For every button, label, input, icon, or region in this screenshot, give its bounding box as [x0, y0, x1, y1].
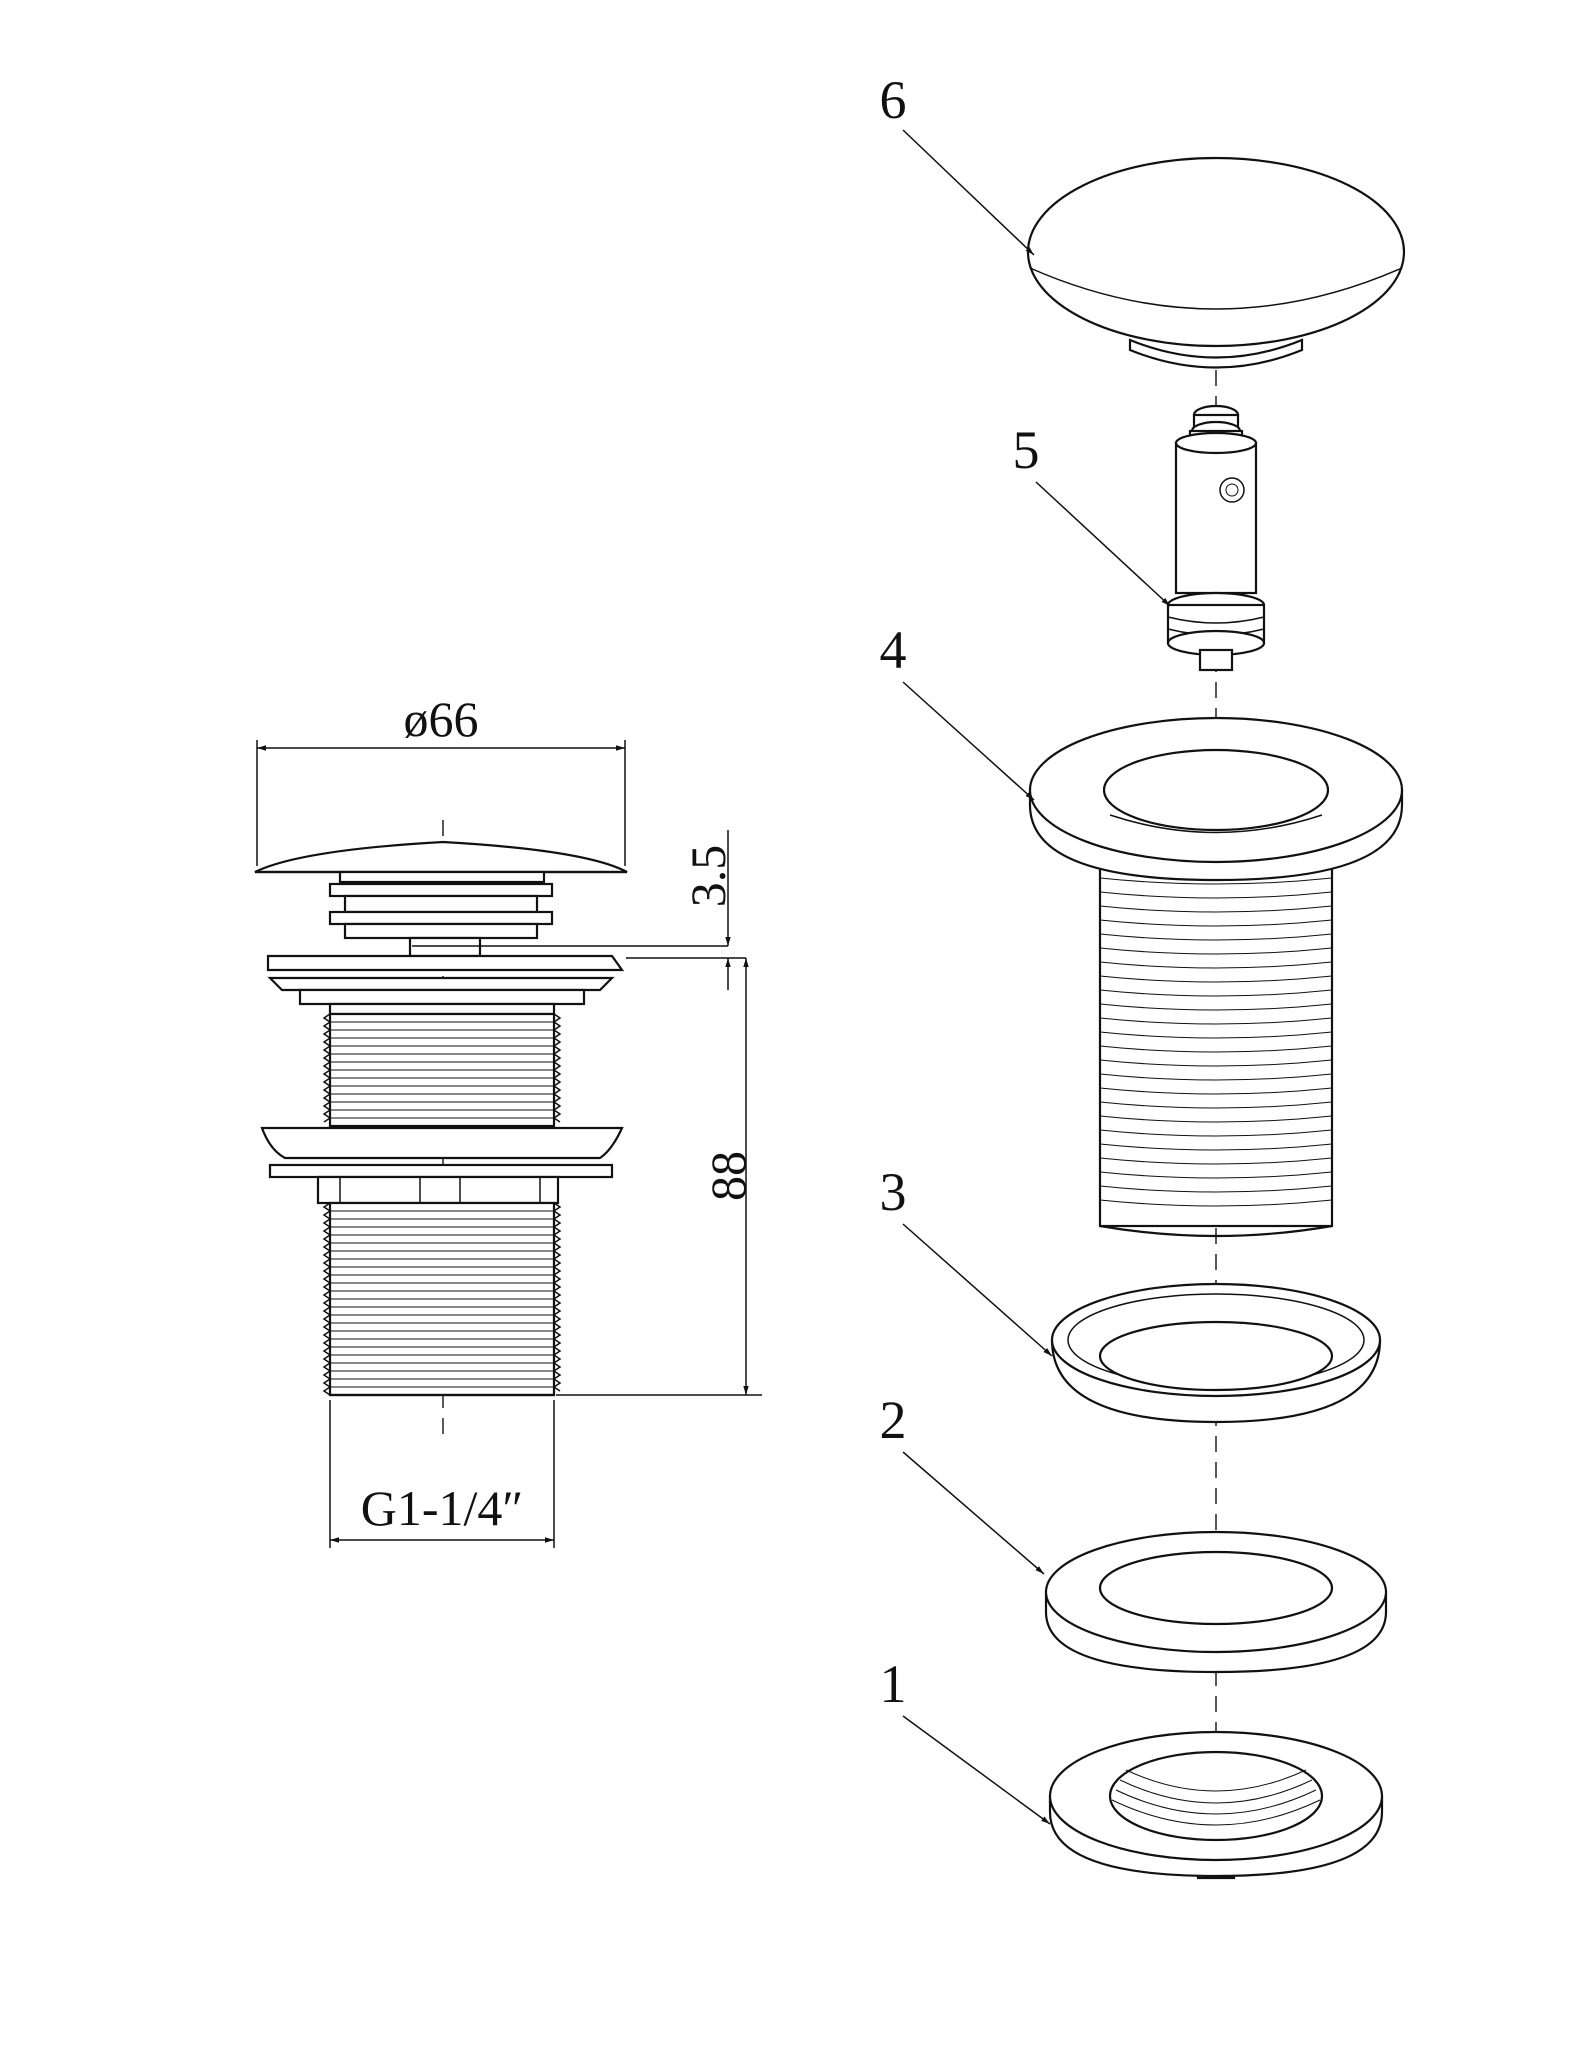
part-5-stem [1166, 404, 1266, 672]
exploded-view [1026, 156, 1406, 1880]
part-number-2: 2 [880, 1390, 907, 1450]
part-3-washer [1050, 1282, 1382, 1424]
part-number-6: 6 [880, 70, 907, 130]
part-number-1: 1 [880, 1654, 907, 1714]
part-1-nut [1048, 1730, 1384, 1880]
part-6-cap [1026, 156, 1406, 369]
dimension-diameter: ø66 [256, 691, 626, 866]
thread-label: G1-1/4″ [361, 1480, 523, 1536]
dimension-gap: 3.5 [412, 830, 746, 990]
part-4-body [1028, 716, 1404, 1238]
dimension-thread: G1-1/4″ [329, 1400, 555, 1548]
upper-thread [322, 1012, 562, 1128]
side-view-assembly [254, 820, 628, 1440]
part-number-5: 5 [1013, 420, 1040, 480]
part-number-3: 3 [880, 1162, 907, 1222]
gap-label: 3.5 [680, 845, 736, 908]
dimension-height: 88 [556, 958, 762, 1396]
diameter-label: ø66 [404, 691, 479, 747]
callouts: 6 5 4 3 2 1 [880, 70, 1171, 1825]
height-label: 88 [700, 1151, 756, 1201]
lower-thread [322, 1201, 562, 1397]
part-2-flat-washer [1044, 1530, 1388, 1674]
part-number-4: 4 [880, 620, 907, 680]
